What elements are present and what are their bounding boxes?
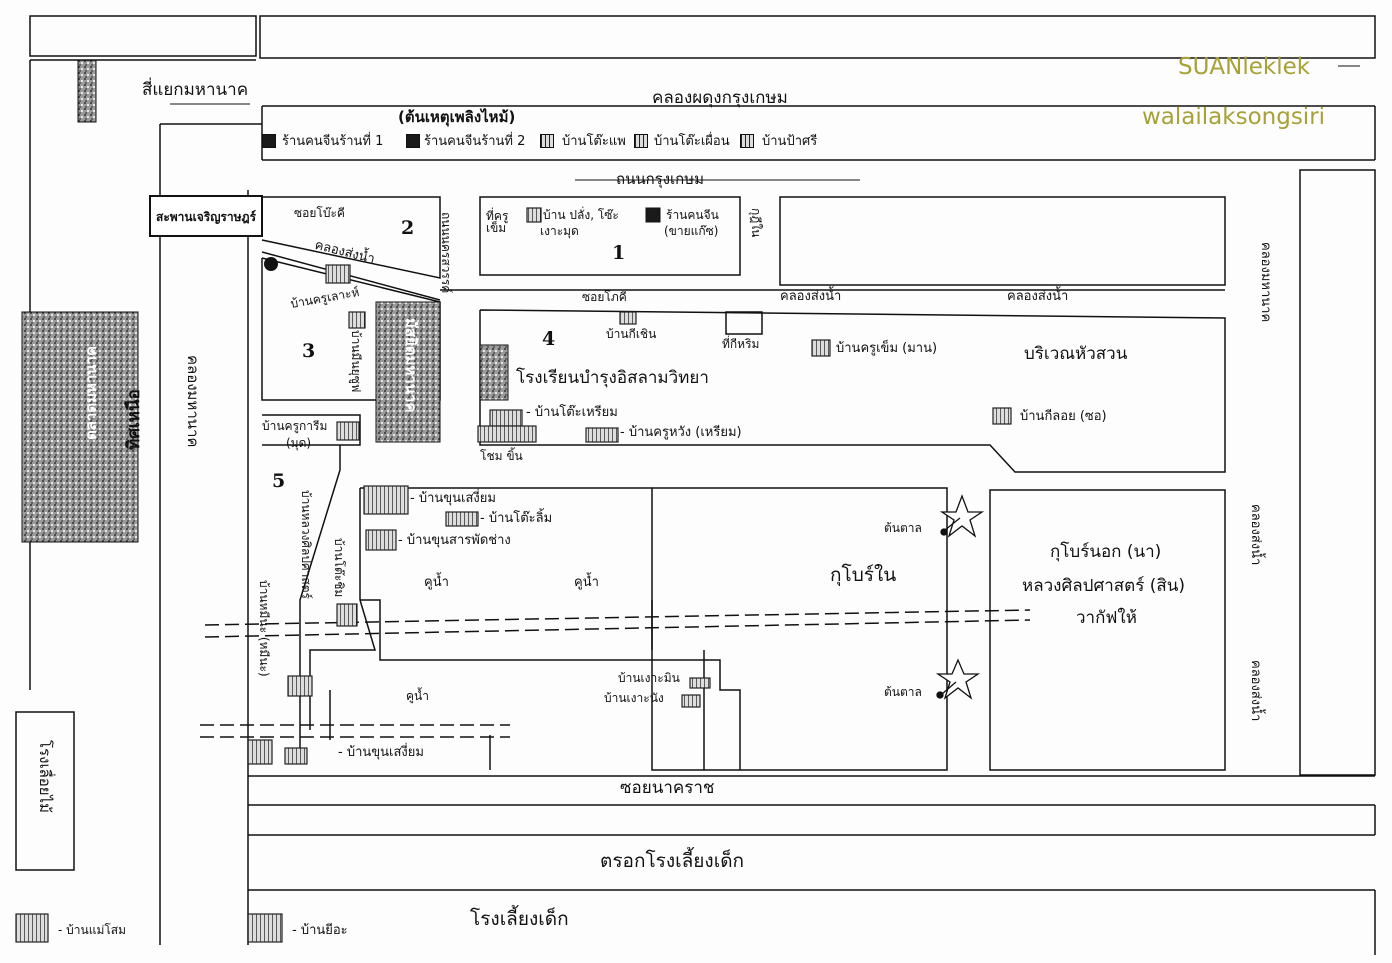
label-klong-songnam-right: คลองส่งน้ำ (1007, 289, 1069, 304)
zone-3: 3 (302, 340, 316, 362)
top-canal-bank (259, 15, 1376, 59)
label-ban-mina: บ้านหมีนะ (หมีนะ) (257, 580, 271, 677)
palm-tree-1 (939, 494, 985, 538)
label-hua-suan: บริเวณหัวสวน (1024, 344, 1128, 364)
zone-2: 2 (401, 217, 415, 239)
palm-tree-2 (935, 658, 981, 700)
label-school: โรงเรียนบำรุงอิสลามวิทยา (516, 368, 709, 388)
label-kunam-1: คูน้ำ (424, 575, 449, 590)
label-orphanage: โรงเลี้ยงเด็ก (470, 908, 569, 930)
legend-swatch-2 (406, 134, 420, 148)
label-ban-to-riam: - บ้านโต๊ะเหรียม (526, 405, 618, 420)
legend-swatch-1 (262, 134, 276, 148)
label-kunam-2: คูน้ำ (574, 575, 599, 590)
label-ban-khru-chem-man: บ้านครูเข็ม (มาน) (836, 341, 938, 356)
marker-dot (264, 257, 278, 271)
label-ban-khru-karim-2: (มุด) (286, 436, 312, 450)
legend-swatch-4 (634, 134, 648, 148)
label-sawmill: โรงเลื่อยไม้ (36, 740, 54, 813)
label-ban-khi-chuen: บ้านกีเชิน (606, 327, 657, 341)
legend-label-1: ร้านคนจีนร้านที่ 1 (282, 134, 384, 149)
label-thi-ki-rim: ที่กีหริม (722, 337, 760, 351)
watermark-line1: SUANleklek (1178, 54, 1311, 80)
bridge-box (149, 195, 263, 237)
sawmill-block (15, 711, 75, 871)
market-block (21, 311, 139, 543)
label-kubo-nok-1: กุโบร์นอก (นา) (1050, 542, 1162, 562)
label-krung-kasem-road: ถนนกรุงเกษม (616, 170, 705, 188)
label-kunam-3: คูน้ำ (406, 689, 429, 703)
label-kudi-nai: กุฎีใน (749, 208, 763, 238)
top-post (77, 59, 97, 123)
label-klong-mahanak-left: คลองมหานาค (184, 355, 202, 448)
label-north: ทิศเหนือ (124, 389, 144, 450)
label-klong-songnam-mid: คลองส่งน้ำ (780, 289, 842, 304)
label-soi-nakharat: ซอยนาคราช (620, 778, 715, 798)
label-ban-mae-som: - บ้านแม่โสม (58, 923, 127, 937)
label-ban-ngao-min: บ้านเงาะมิน (618, 671, 680, 685)
label-ban-khun-san: - บ้านขุนสารพัดช่าง (398, 533, 511, 548)
label-kubo-nai: กุโบร์ใน (830, 564, 897, 586)
legend-swatch-5 (740, 134, 754, 148)
label-ban-ngao-nang: บ้านเงาะนัง (604, 691, 664, 705)
label-nakhon-rd: ถนนนครสวรรค์ (439, 212, 453, 294)
legend-label-2: ร้านคนจีนร้านที่ 2 (424, 134, 526, 149)
label-ban-luang-sin: บ้านหลวงศิลปศาสตร์ (299, 490, 313, 599)
label-kubo-nok-3: วากัฟให้ (1076, 608, 1137, 628)
label-kubo-nok-2: หลวงศิลปศาสตร์ (สิน) (1022, 576, 1186, 596)
label-chom-khin: โชม ขิ้น (480, 449, 523, 463)
label-ban-khru-karim: บ้านครูการีม (262, 419, 328, 433)
label-soi-phokhi: ซอยโภคี (582, 290, 627, 304)
label-klong-mahanak-right: คลองมหานาค (1258, 242, 1273, 323)
label-ban-pleng-2: เงาะมุด (540, 224, 579, 238)
label-ban-yi-a: - บ้านยีอะ (292, 923, 348, 938)
label-klong-songnam-vert-1: คลองส่งน้ำ (1248, 504, 1263, 566)
label-ban-khun-seng-iam-2: - บ้านขุนเสงี่ยม (338, 745, 424, 760)
label-mahanak-market: ตลาดมหานาค (82, 345, 100, 440)
label-mahanak-intersection: สี่แยกมหานาค (142, 80, 249, 100)
label-soi-bokhi: ซอยโบ๊ะคี (294, 206, 345, 220)
top-left-block (29, 15, 257, 57)
label-ban-to-lim: - บ้านโต๊ะลิ้ม (480, 511, 553, 526)
label-ban-khru-wang: - บ้านครูหวัง (เหรียม) (620, 425, 742, 440)
label-bridge: สะพานเจริญราษฎร์ (156, 210, 257, 224)
zone-1: 1 (612, 242, 626, 264)
label-mosque: มัสยิดมหานาค (402, 318, 420, 413)
label-chinese-shop: ร้านคนจีน (666, 208, 719, 222)
label-ton-tan-1: ต้นตาล (884, 521, 922, 535)
label-ban-to-chim: บ้านโต๊ะชิม (332, 538, 346, 598)
label-klong-songnam-vert-2: คลองส่งน้ำ (1248, 660, 1263, 722)
label-ban-min-yusuf: บ้านมีนยุซูฟ (349, 330, 363, 393)
label-ban-ki-loi: บ้านกีลอย (ซอ) (1020, 409, 1107, 424)
label-ban-pleng: บ้าน ปลั่ง, โซ๊ะ (543, 208, 619, 222)
mosque-block (375, 301, 441, 443)
label-ban-khun-seng-iam: - บ้านขุนเสงี่ยม (410, 491, 496, 506)
legend-label-3: บ้านโต๊ะแพ (562, 134, 626, 149)
label-thi-khru-chem: ที่ครู เข็ม (486, 209, 509, 235)
label-fire-origin: (ต้นเหตุเพลิงไหม้) (398, 108, 516, 126)
legend-swatch-3 (540, 134, 554, 148)
legend-label-4: บ้านโต๊ะเผื่อน (654, 134, 730, 149)
zone-5: 5 (272, 470, 286, 492)
label-chinese-shop-2: (ขายแก๊ซ) (664, 224, 719, 238)
label-phadung-canal: คลองผดุงกรุงเกษม (652, 88, 788, 108)
zone-4: 4 (542, 328, 556, 350)
watermark-line2: walailaksongsiri (1142, 104, 1326, 130)
label-trok-orphanage: ตรอกโรงเลี้ยงเด็ก (600, 850, 745, 872)
legend-label-5: บ้านป้าศรี (762, 134, 818, 149)
label-ton-tan-2: ต้นตาล (884, 685, 922, 699)
